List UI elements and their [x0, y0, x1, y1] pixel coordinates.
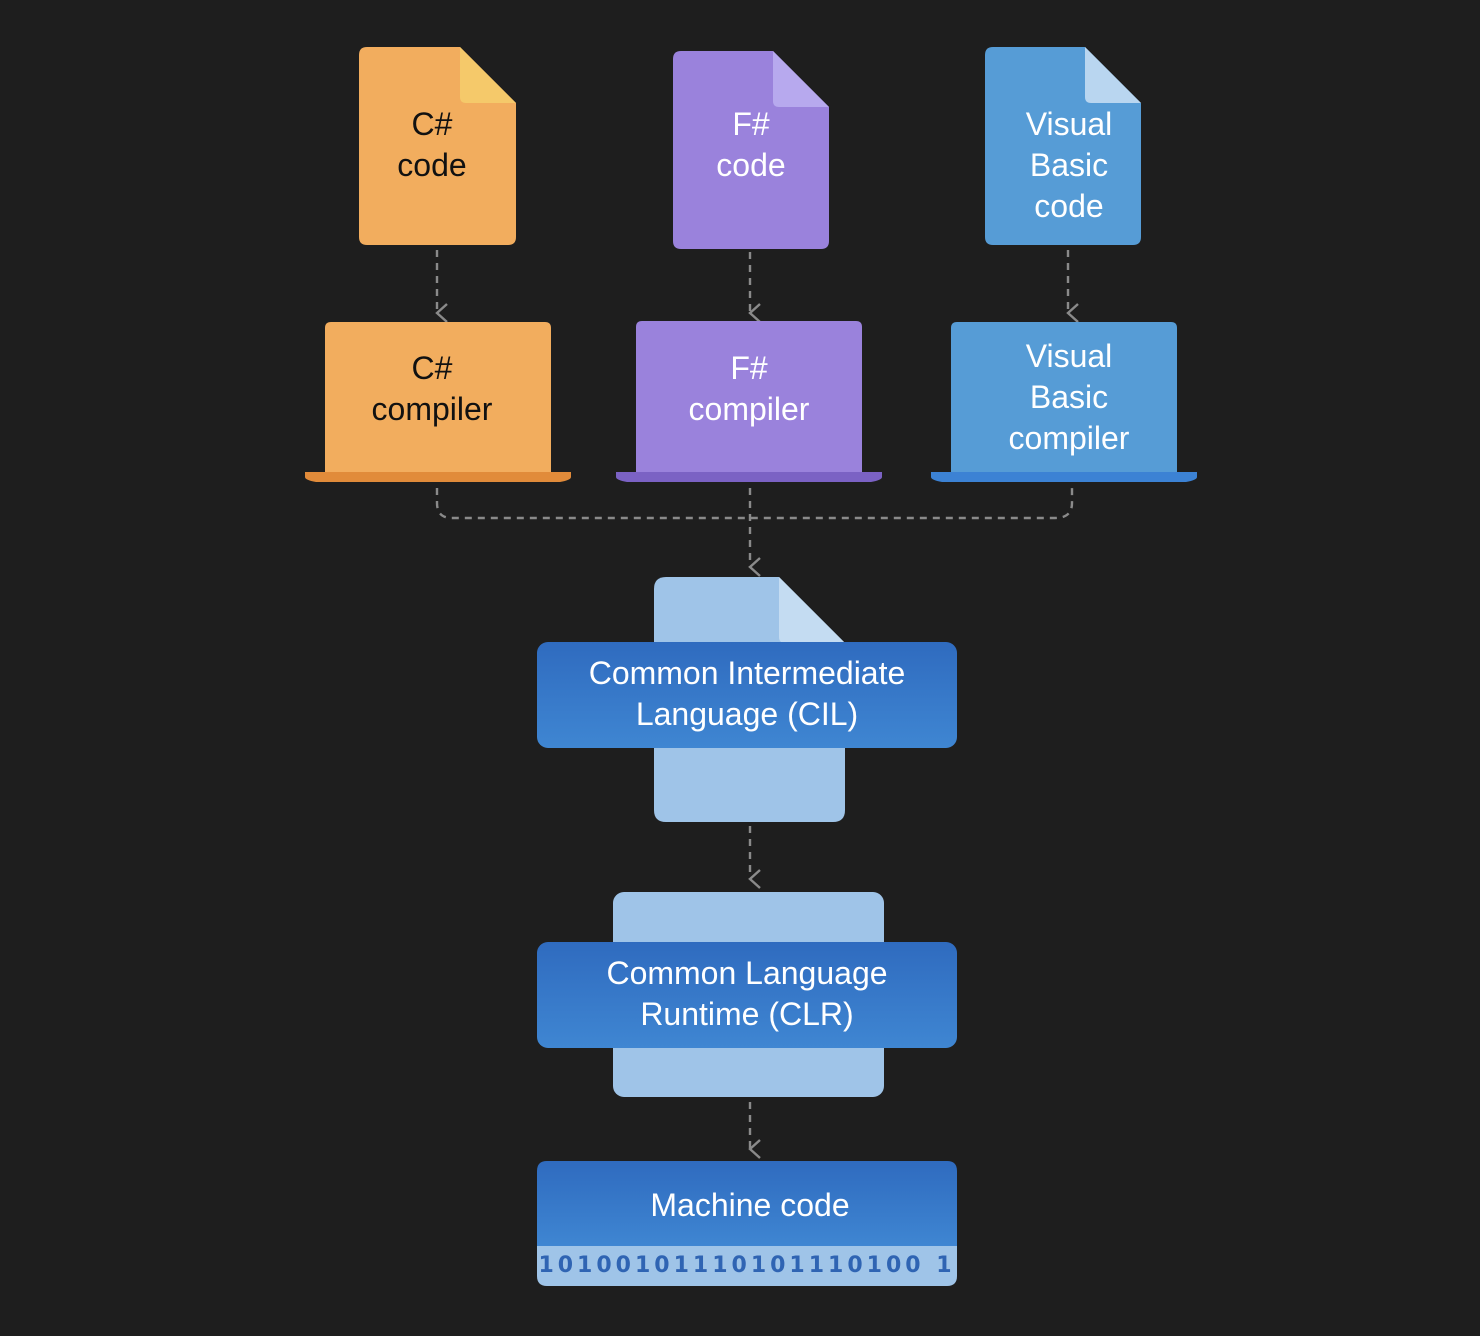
fsharp-code-label: F#code [716, 106, 786, 183]
csharp-code-file [359, 47, 516, 245]
fsharp-compiler-label: F#compiler [688, 350, 810, 427]
machine-code-block [537, 1161, 957, 1286]
csharp-code-label: C#code [397, 106, 467, 183]
merge-connector [435, 488, 1074, 520]
vb-compiler-laptop [931, 322, 1197, 482]
csharp-compiler-label: C#compiler [371, 350, 493, 427]
fsharp-compiler-laptop [616, 321, 882, 482]
clr-box [537, 942, 957, 1048]
machine-code-label: Machine code [650, 1186, 850, 1223]
fsharp-code-file [673, 51, 829, 249]
cil-box [537, 642, 957, 748]
binary-digits: 10100101110101110100 1 [538, 1253, 956, 1278]
vb-code-file [985, 47, 1141, 245]
connector-arrows [435, 250, 1079, 1159]
csharp-compiler-laptop [305, 322, 571, 482]
